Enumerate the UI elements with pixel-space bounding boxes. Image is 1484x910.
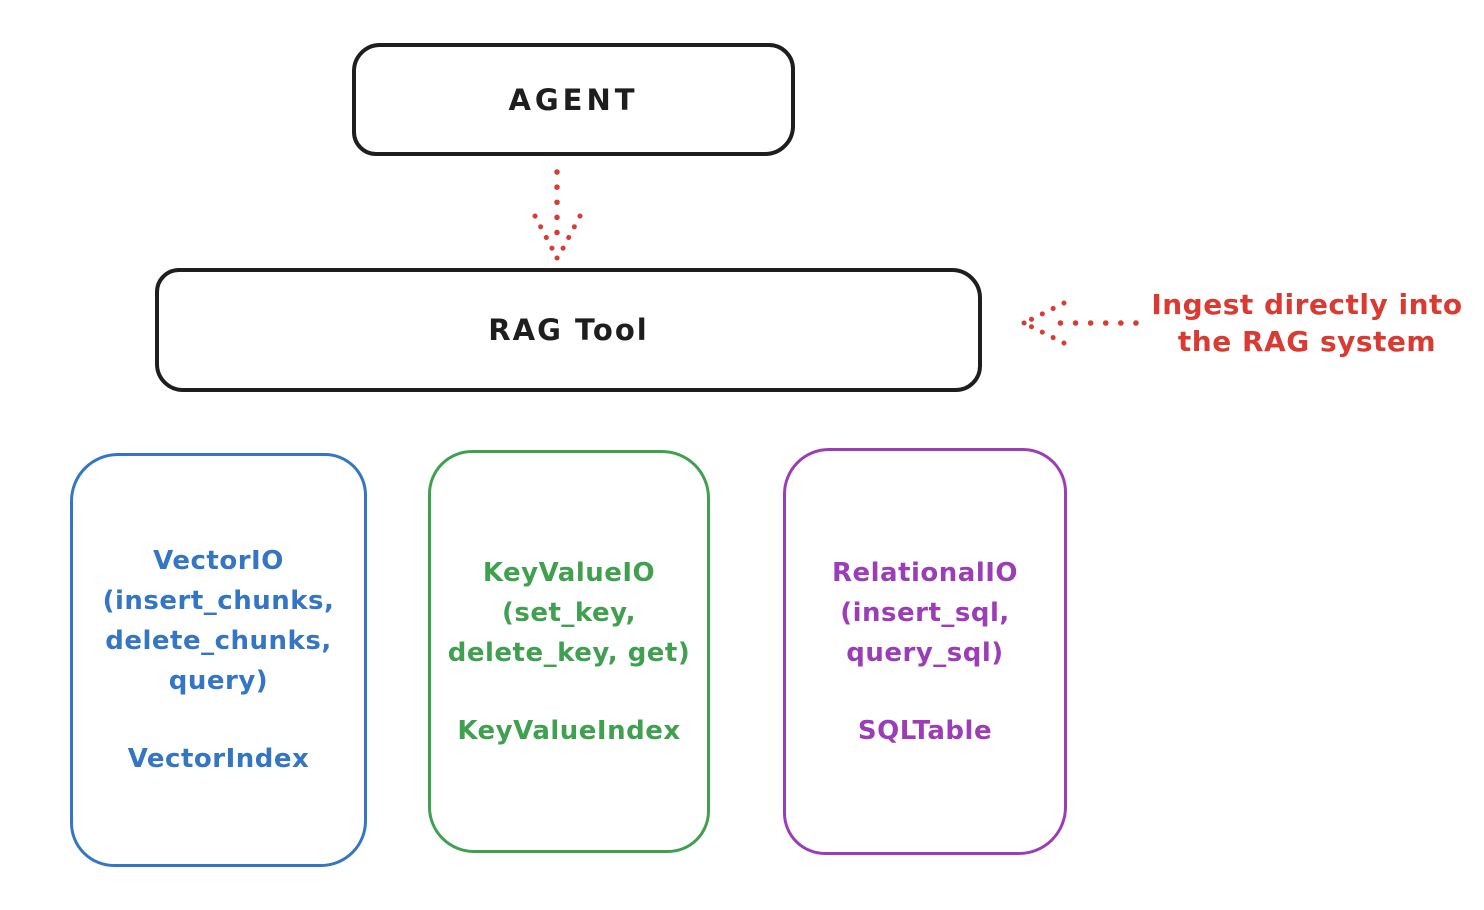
vectorio-line: query) <box>168 666 269 696</box>
relationalio-line: (insert_sql, <box>840 598 1010 628</box>
relationalio-node: RelationalIO (insert_sql, query_sql) SQL… <box>783 448 1067 855</box>
vectorio-line: delete_chunks, <box>105 626 332 656</box>
keyvalueio-node: KeyValueIO (set_key, delete_key, get) Ke… <box>428 450 710 853</box>
ingest-annotation-line1: Ingest directly into <box>1151 288 1463 321</box>
keyvalueio-line: KeyValueIO <box>482 558 656 588</box>
rag-tool-node: RAG Tool <box>155 268 982 392</box>
keyvalueio-line: (set_key, <box>502 598 636 628</box>
relationalio-index-label: SQLTable <box>857 716 993 746</box>
keyvalueio-index-label: KeyValueIndex <box>457 716 681 746</box>
relationalio-line: RelationalIO <box>831 558 1019 588</box>
vectorio-line: (insert_chunks, <box>102 586 335 616</box>
ingest-annotation: Ingest directly into the RAG system <box>1140 286 1474 360</box>
relationalio-line: query_sql) <box>846 638 1004 668</box>
vectorio-signature: VectorIO (insert_chunks, delete_chunks, … <box>73 541 364 701</box>
keyvalueio-signature: KeyValueIO (set_key, delete_key, get) <box>431 553 707 673</box>
ingest-annotation-line2: the RAG system <box>1177 325 1437 358</box>
vectorio-line: VectorIO <box>153 546 284 576</box>
keyvalueio-line: delete_key, get) <box>447 638 691 668</box>
ingest-into-rag-arrow-icon <box>1021 300 1139 346</box>
agent-to-rag-tool-arrow-icon <box>532 169 583 261</box>
relationalio-signature: RelationalIO (insert_sql, query_sql) <box>786 553 1064 673</box>
rag-tool-label: RAG Tool <box>488 313 649 347</box>
agent-node: AGENT <box>352 43 795 156</box>
agent-label: AGENT <box>508 82 639 117</box>
vectorio-node: VectorIO (insert_chunks, delete_chunks, … <box>70 453 367 867</box>
vectorio-index-label: VectorIndex <box>127 744 310 774</box>
